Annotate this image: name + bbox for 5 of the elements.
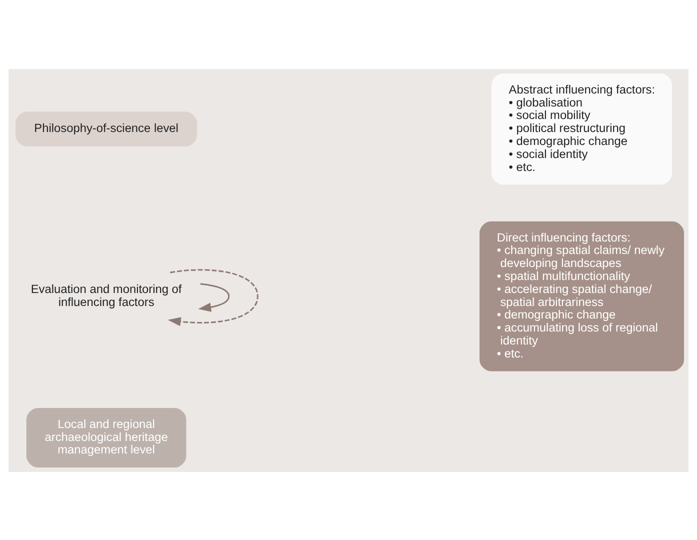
node-box: Direct influencing factors: • changing spatial claims/ newly developing landscapes • spatial multifunctionality • accelerating spatial change/ spatial arbitrariness • demographic change • accumulating loss of regional identity • etc. [478,220,685,372]
node-box: Local and regional archaeological heritage management level [25,406,188,468]
arrow [168,268,258,326]
arrow [198,282,230,312]
node-text: Evaluation and monitoring of influencing factors [30,281,182,308]
